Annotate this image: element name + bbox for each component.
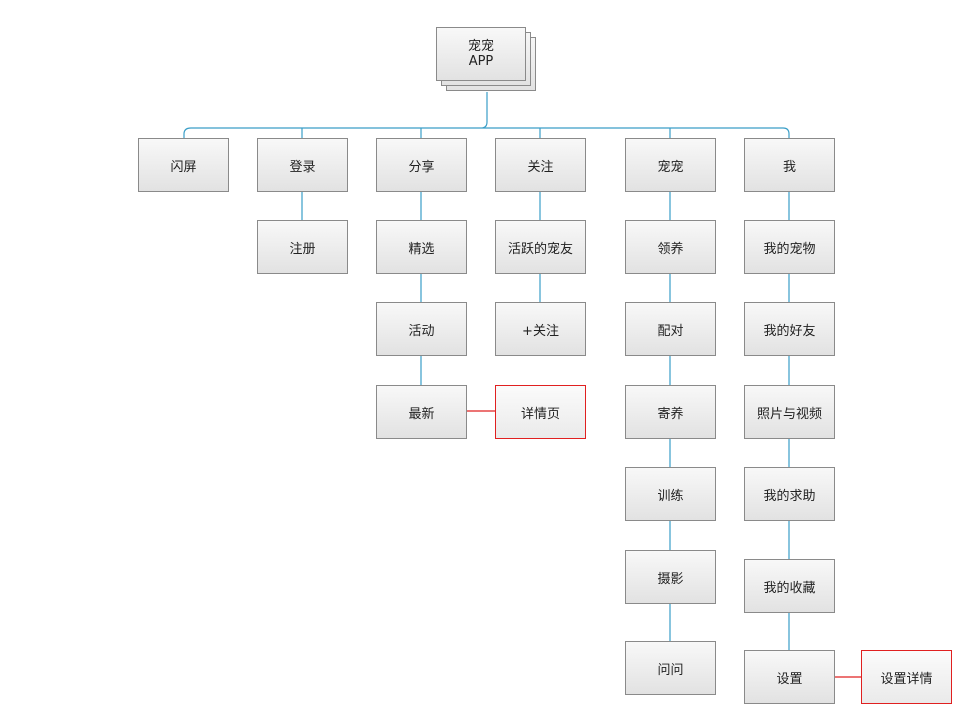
node-splash[interactable]: 闪屏 xyxy=(138,138,229,192)
node-featured[interactable]: 精选 xyxy=(376,220,467,274)
node-my-favorites[interactable]: 我的收藏 xyxy=(744,559,835,613)
root-node-title: 宠宠 xyxy=(467,39,494,54)
node-me[interactable]: 我 xyxy=(744,138,835,192)
node-mating[interactable]: 配对 xyxy=(625,302,716,356)
node-boarding[interactable]: 寄养 xyxy=(625,385,716,439)
node-my-help[interactable]: 我的求助 xyxy=(744,467,835,521)
node-my-pets[interactable]: 我的宠物 xyxy=(744,220,835,274)
node-login[interactable]: 登录 xyxy=(257,138,348,192)
node-my-friends[interactable]: 我的好友 xyxy=(744,302,835,356)
node-adopt[interactable]: 领养 xyxy=(625,220,716,274)
node-register[interactable]: 注册 xyxy=(257,220,348,274)
node-questions[interactable]: 问问 xyxy=(625,641,716,695)
root-node[interactable]: 宠宠 APP xyxy=(436,27,526,81)
node-pet[interactable]: 宠宠 xyxy=(625,138,716,192)
node-photography[interactable]: 摄影 xyxy=(625,550,716,604)
node-share[interactable]: 分享 xyxy=(376,138,467,192)
node-share-detail[interactable]: 详情页 xyxy=(495,385,586,439)
node-settings[interactable]: 设置 xyxy=(744,650,835,704)
node-add-follow[interactable]: +关注 xyxy=(495,302,586,356)
node-follow[interactable]: 关注 xyxy=(495,138,586,192)
node-active-friends[interactable]: 活跃的宠友 xyxy=(495,220,586,274)
connector-root xyxy=(183,92,790,138)
node-photos-videos[interactable]: 照片与视频 xyxy=(744,385,835,439)
node-latest[interactable]: 最新 xyxy=(376,385,467,439)
node-settings-detail[interactable]: 设置详情 xyxy=(861,650,952,704)
root-node-subtitle: APP xyxy=(468,54,494,69)
node-training[interactable]: 训练 xyxy=(625,467,716,521)
node-activity[interactable]: 活动 xyxy=(376,302,467,356)
